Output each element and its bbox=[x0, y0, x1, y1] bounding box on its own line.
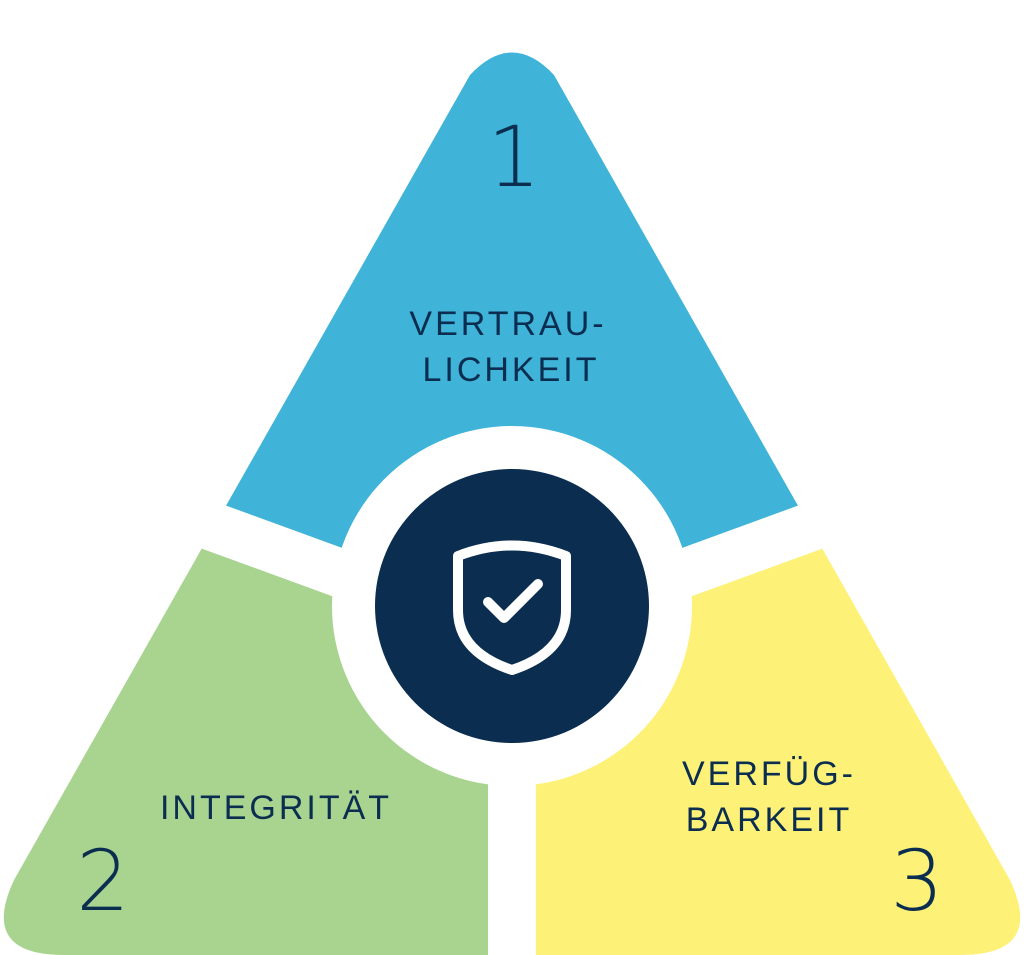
segment-1-label-line1: VERTRAU- bbox=[409, 305, 606, 343]
segment-1-label-line2: LICHKEIT bbox=[422, 351, 599, 389]
segment-3-label-line2: BARKEIT bbox=[686, 801, 852, 839]
segment-1-number: 1 bbox=[487, 108, 540, 206]
segment-3-label-line1: VERFÜG- bbox=[682, 755, 856, 793]
segment-3-number: 3 bbox=[890, 832, 943, 930]
segment-2-number: 2 bbox=[76, 832, 129, 930]
segment-2-label: INTEGRITÄT bbox=[160, 789, 392, 827]
shield-check-icon bbox=[453, 540, 571, 675]
